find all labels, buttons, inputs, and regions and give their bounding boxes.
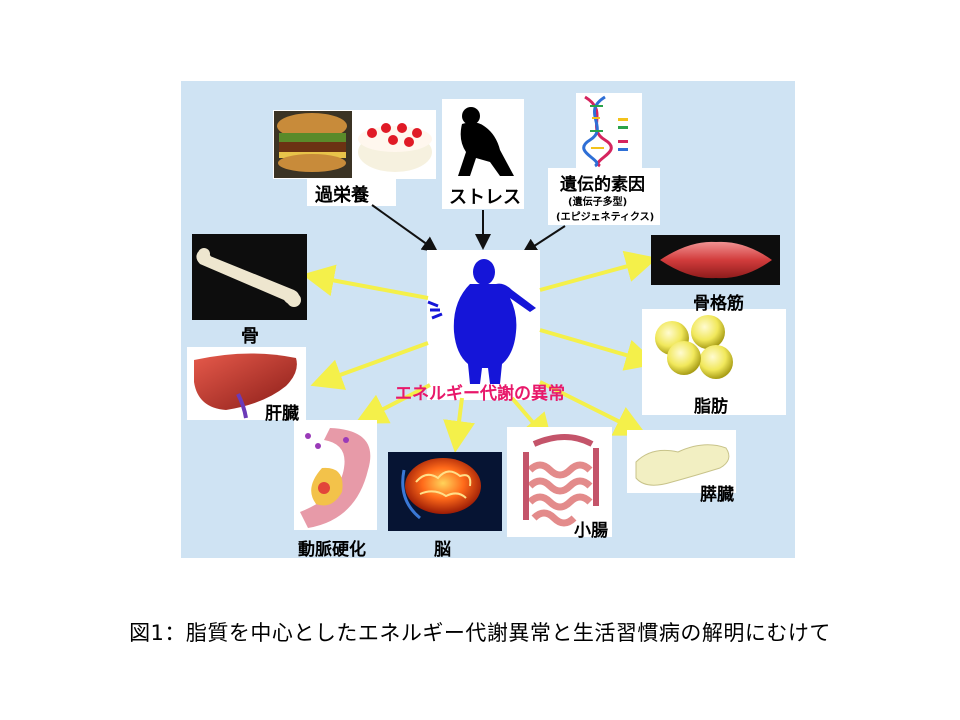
obese-person-icon [427,259,536,384]
bone-label: 骨 [241,326,259,347]
center-label: エネルギー代謝の異常 [395,384,565,404]
thinker-silhouette-image [442,99,524,179]
stress-label: ストレス [449,187,521,208]
brain-image [388,452,502,531]
bone-image [192,234,307,320]
liver-image [187,347,306,420]
fat-label: 脂肪 [694,397,728,417]
intestine-image [507,427,612,537]
liver-label: 肝臓 [265,404,299,424]
figure-caption: 図1：脂質を中心としたエネルギー代謝異常と生活習慣病の解明にむけて [129,621,831,645]
atherosclerosis-label: 動脈硬化 [298,540,366,560]
genetic-label-box [548,168,660,225]
dna-helix-image [576,93,642,168]
arrow-genetic [521,225,566,255]
yellow-arrows [302,250,658,453]
burger-cake-image [273,110,436,179]
brain-label: 脳 [434,540,451,560]
small-intestine-label: 小腸 [574,521,608,541]
skeletal-muscle-label: 骨格筋 [693,294,744,314]
fat-cells-image [642,309,786,415]
artery-image [294,420,377,530]
pancreas-label: 膵臓 [700,485,734,505]
muscle-image [651,235,780,285]
pancreas-image [627,430,736,493]
genetic-sub-polymorphism: (遺伝子多型) [568,197,628,208]
genetic-label: 遺伝的素因 [560,175,645,195]
overnutrition-label: 過栄養 [315,185,369,206]
stress-label-box [442,179,524,209]
arrow-overnutrition [371,204,439,253]
genetic-sub-epigenetics: (エピジェネティクス) [556,212,655,223]
overnutrition-label-box [307,179,396,206]
